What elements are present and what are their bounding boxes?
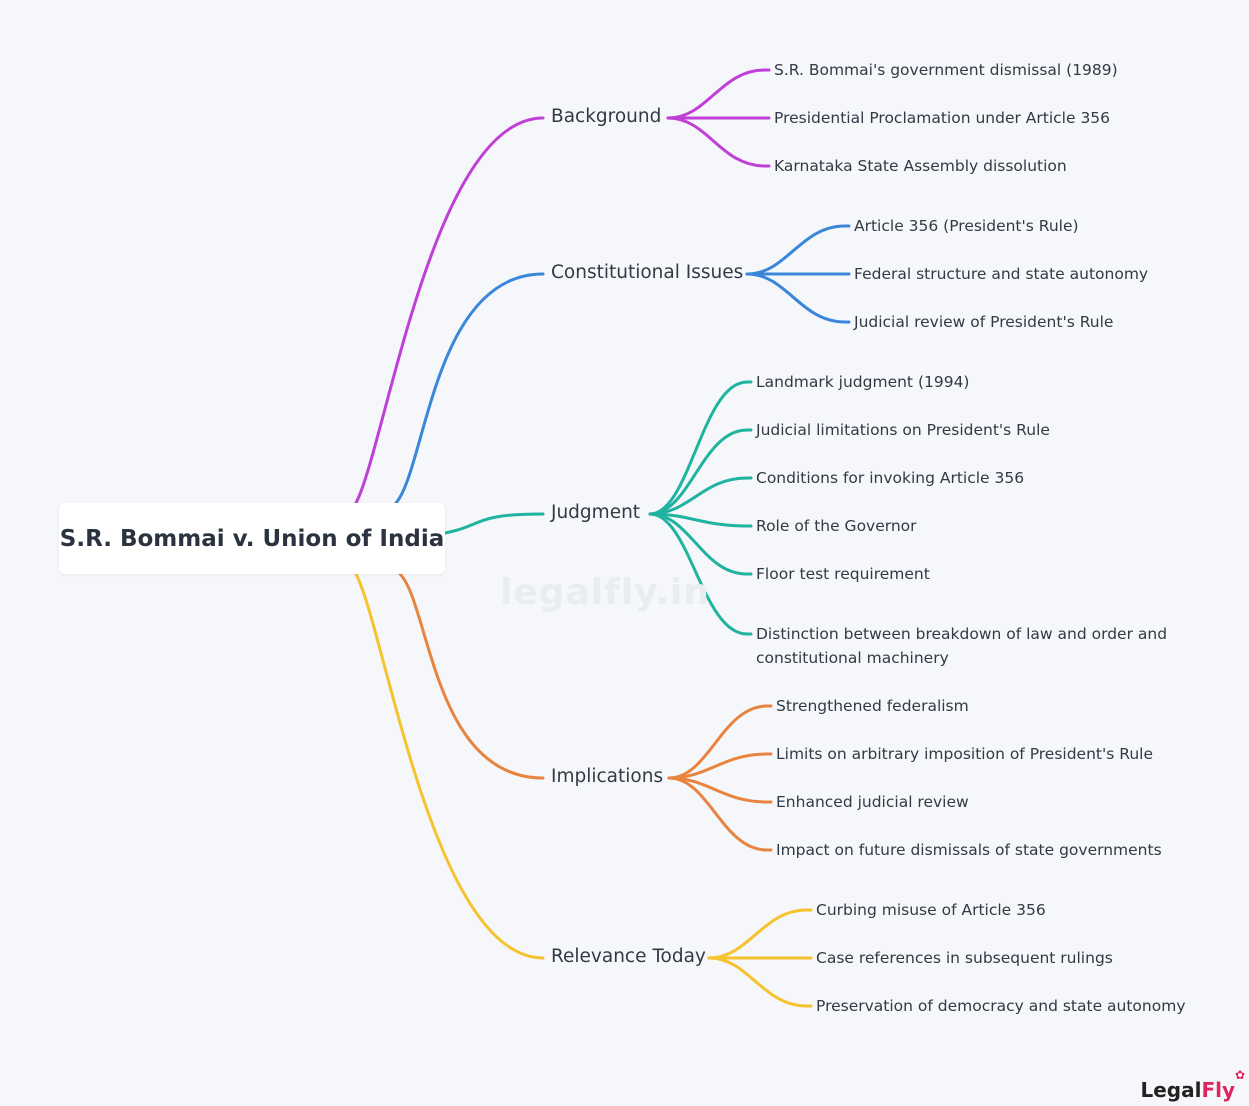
leaf-item[interactable]: Strengthened federalism bbox=[776, 697, 969, 715]
leaf-connector-0-0 bbox=[666, 68, 771, 120]
leaf-item[interactable]: Impact on future dismissals of state gov… bbox=[776, 841, 1162, 859]
leaf-item[interactable]: Role of the Governor bbox=[756, 517, 917, 535]
leaf-item[interactable]: Federal structure and state autonomy bbox=[854, 265, 1149, 283]
branch-connector-4 bbox=[354, 572, 545, 960]
leaf-item[interactable]: Enhanced judicial review bbox=[776, 793, 969, 811]
watermark: legalfly.in bbox=[500, 572, 710, 613]
branch-label-relevance-today[interactable]: Relevance Today bbox=[551, 946, 706, 967]
root-node[interactable]: S.R. Bommai v. Union of India bbox=[59, 503, 445, 574]
leaf-item[interactable]: Judicial limitations on President's Rule bbox=[756, 421, 1050, 439]
leaf-item[interactable]: Landmark judgment (1994) bbox=[756, 373, 970, 391]
leaf-connector-4-2 bbox=[707, 956, 813, 1008]
leaf-item[interactable]: Curbing misuse of Article 356 bbox=[816, 901, 1046, 919]
leaf-item[interactable]: Case references in subsequent rulings bbox=[816, 949, 1113, 967]
leaf-connector-0-2 bbox=[666, 116, 771, 168]
leaf-connector-2-1 bbox=[648, 428, 753, 516]
leaf-item[interactable]: Judicial review of President's Rule bbox=[854, 313, 1114, 331]
branch-connector-2 bbox=[443, 512, 545, 535]
branch-label-constitutional-issues[interactable]: Constitutional Issues bbox=[551, 262, 744, 283]
branch-connector-0 bbox=[354, 116, 545, 505]
legalfly-logo: LegalFly ✿ bbox=[1140, 1068, 1245, 1102]
leaf-connector-2-3 bbox=[648, 512, 753, 528]
leaf-connector-3-3 bbox=[667, 776, 773, 852]
leaf-connector-2-2 bbox=[648, 476, 753, 516]
branch-connector-3 bbox=[398, 572, 545, 780]
leaf-item[interactable]: S.R. Bommai's government dismissal (1989… bbox=[774, 61, 1118, 79]
branch-label-judgment[interactable]: Judgment bbox=[551, 502, 641, 523]
leaf-connector-4-0 bbox=[707, 908, 813, 960]
leaf-item[interactable]: Article 356 (President's Rule) bbox=[854, 217, 1079, 235]
leaf-item[interactable]: Limits on arbitrary imposition of Presid… bbox=[776, 745, 1153, 763]
leaf-connector-1-2 bbox=[745, 272, 851, 324]
branch-connector-1 bbox=[394, 272, 545, 505]
leaf-item[interactable]: Karnataka State Assembly dissolution bbox=[774, 157, 1067, 175]
branch-label-background[interactable]: Background bbox=[551, 106, 662, 127]
leaf-connector-3-1 bbox=[667, 752, 773, 780]
branch-label-implications[interactable]: Implications bbox=[551, 766, 664, 787]
leaf-connector-3-2 bbox=[667, 776, 773, 804]
leaf-item[interactable]: Conditions for invoking Article 356 bbox=[756, 469, 1025, 487]
leaf-item[interactable]: Preservation of democracy and state auto… bbox=[816, 997, 1186, 1015]
logo-text-legal: Legal bbox=[1140, 1078, 1202, 1102]
leaf-connector-2-4 bbox=[648, 512, 753, 576]
leaf-connector-2-5 bbox=[648, 512, 753, 636]
butterfly-icon: ✿ bbox=[1234, 1068, 1245, 1082]
leaf-connector-3-0 bbox=[667, 704, 773, 780]
logo-text-fly: Fly bbox=[1201, 1078, 1235, 1102]
leaf-connector-2-0 bbox=[648, 380, 753, 516]
root-title: S.R. Bommai v. Union of India bbox=[59, 525, 445, 552]
leaf-item[interactable]: Distinction between breakdown of law and… bbox=[756, 625, 1168, 667]
leaf-item[interactable]: Floor test requirement bbox=[756, 565, 930, 583]
leaf-item[interactable]: Presidential Proclamation under Article … bbox=[774, 109, 1111, 127]
leaf-connector-1-0 bbox=[745, 224, 851, 276]
